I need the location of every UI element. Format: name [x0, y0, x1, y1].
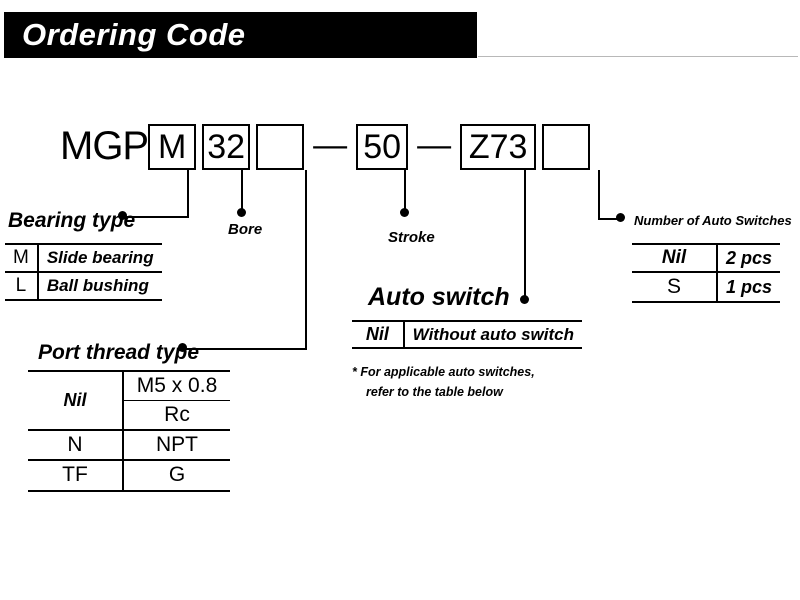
table-row: Nil 2 pcs [632, 243, 780, 273]
table-row: N NPT [28, 429, 230, 462]
number-of-auto-switches-table: Nil 2 pcs S 1 pcs [632, 243, 780, 303]
bore-leader-dot [237, 208, 246, 217]
ordering-code-prefix: MGP [60, 124, 149, 168]
code-dash: — [417, 126, 452, 164]
switch-count-code: Nil [632, 243, 717, 273]
bore-label: Bore [228, 221, 263, 238]
port-thread-code: TF [28, 459, 123, 492]
auto-switch-description: Without auto switch [402, 320, 582, 349]
auto-switch-table: Nil Without auto switch [352, 320, 582, 349]
number-of-switches-leader-vertical [598, 170, 600, 220]
bore-box[interactable]: 32 [202, 124, 251, 170]
table-row: S 1 pcs [632, 270, 780, 303]
number-of-switches-leader-horizontal [598, 218, 620, 220]
number-of-auto-switches-label: Number of Auto Switches [634, 213, 792, 228]
auto-switch-footnote: * For applicable auto switches, refer to… [352, 362, 535, 402]
switch-count-quantity: 1 pcs [715, 270, 780, 303]
table-row: Rc [28, 400, 230, 432]
port-thread-code: Nil [28, 369, 123, 432]
port-thread-code: N [28, 429, 123, 462]
title-underline-rule [478, 56, 798, 57]
port-thread-leader-dot [178, 343, 187, 352]
bearing-type-description: Slide bearing [36, 243, 162, 273]
auto-switch-leader-vertical [524, 170, 526, 299]
auto-switch-box[interactable]: Z73 [460, 124, 537, 170]
port-thread-type-table: Nil M5 x 0.8 Rc N NPT TF G [28, 369, 230, 492]
page-title-bar: Ordering Code [4, 12, 477, 58]
port-thread-type-label: Port thread type [38, 341, 200, 364]
port-thread-leader-vertical [305, 170, 307, 350]
stroke-label: Stroke [388, 229, 435, 246]
switch-count-quantity: 2 pcs [715, 243, 780, 273]
stroke-box[interactable]: 50 [356, 124, 409, 170]
bearing-type-leader-vertical [187, 170, 189, 218]
stroke-leader-dot [400, 208, 409, 217]
stroke-leader-vertical [404, 170, 406, 212]
table-row: Nil M5 x 0.8 [28, 369, 230, 432]
bearing-type-description: Ball bushing [36, 270, 162, 301]
page-title: Ordering Code [22, 17, 246, 52]
bearing-type-leader-dot [118, 211, 127, 220]
port-thread-type-box[interactable] [256, 124, 305, 170]
port-thread-value: M5 x 0.8 [122, 370, 230, 401]
port-thread-value: NPT [122, 429, 230, 462]
number-of-switches-leader-dot [616, 213, 625, 222]
port-thread-value: G [122, 459, 230, 492]
ordering-code-row: MGP M 32 — 50 — Z73 [60, 122, 591, 172]
bearing-type-code: M [5, 243, 38, 273]
code-dash: — [313, 126, 348, 164]
port-thread-value: Rc [122, 400, 230, 432]
switch-count-code: S [632, 270, 717, 303]
auto-switch-label: Auto switch [368, 283, 510, 311]
auto-switch-footnote-line2: refer to the table below [366, 385, 503, 399]
bearing-type-leader-horizontal [122, 216, 189, 218]
port-thread-leader-horizontal [182, 348, 307, 350]
bore-leader-vertical [241, 170, 243, 212]
bearing-type-box[interactable]: M [148, 124, 197, 170]
table-row: Nil Without auto switch [352, 320, 582, 349]
auto-switch-code: Nil [352, 320, 404, 349]
table-row: L Ball bushing [5, 270, 162, 301]
auto-switch-leader-dot [520, 295, 529, 304]
bearing-type-label: Bearing type [8, 209, 136, 232]
bearing-type-table: M Slide bearing L Ball bushing [5, 243, 162, 301]
auto-switch-footnote-line1: * For applicable auto switches, [352, 365, 535, 379]
table-row: M Slide bearing [5, 243, 162, 273]
bearing-type-code: L [5, 270, 38, 301]
table-row: TF G [28, 459, 230, 492]
number-of-switches-box[interactable] [542, 124, 591, 170]
